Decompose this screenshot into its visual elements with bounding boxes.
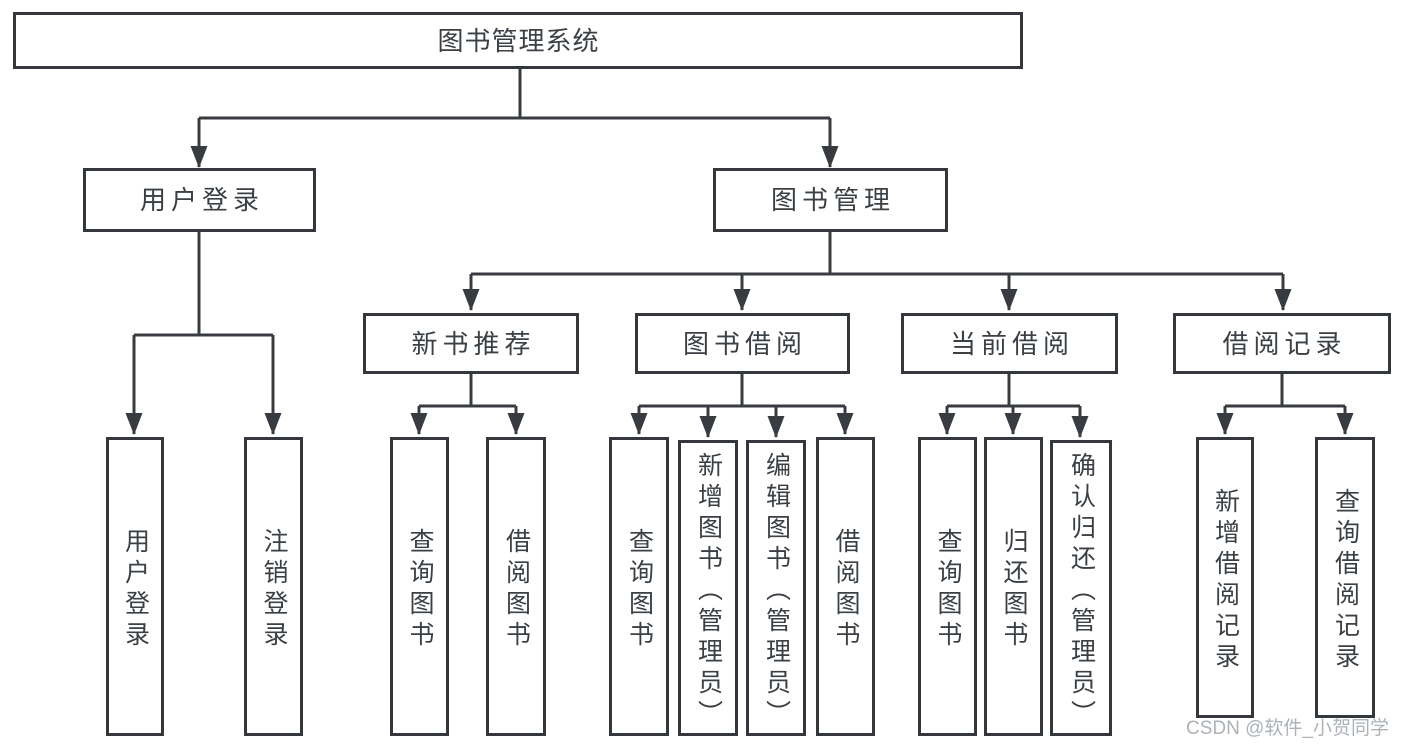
connector-arrows: [125, 118, 1354, 438]
leaf-add-books-admin-label: 新增图书（管理员）: [694, 451, 723, 731]
leaf-return-books-label: 归还图书: [1000, 527, 1028, 652]
connector-trunks: [134, 69, 1345, 408]
leaf-query-books-current: 查询图书: [918, 437, 977, 736]
node-book-borrowing-label: 图书借阅: [682, 328, 807, 359]
node-user-login-label: 用户登录: [139, 185, 264, 215]
leaf-user-login: 用户登录: [106, 437, 164, 736]
leaf-logout-label: 注销登录: [260, 527, 288, 652]
node-borrowing-records-label: 借阅记录: [1222, 328, 1347, 359]
node-book-management-label: 图书管理: [770, 185, 895, 215]
leaf-query-books-current-label: 查询图书: [934, 527, 962, 652]
leaf-query-books-borrowing: 查询图书: [609, 437, 669, 736]
node-new-book-recommend: 新书推荐: [363, 313, 579, 374]
node-current-borrowing: 当前借阅: [901, 313, 1118, 374]
leaf-user-login-label: 用户登录: [121, 527, 150, 652]
node-borrowing-records: 借阅记录: [1173, 313, 1391, 374]
leaf-query-borrow-record-label: 查询借阅记录: [1331, 487, 1360, 674]
leaf-add-borrow-record-label: 新增借阅记录: [1211, 487, 1240, 674]
leaf-query-books-recommend-label: 查询图书: [406, 527, 434, 652]
leaf-borrow-books-recommend: 借阅图书: [486, 437, 546, 736]
node-book-management: 图书管理: [713, 168, 948, 232]
leaf-query-books-borrowing-label: 查询图书: [625, 527, 654, 652]
leaf-confirm-return-admin: 确认归还（管理员）: [1050, 440, 1112, 736]
watermark: CSDN @软件_小贺同学: [1186, 718, 1389, 739]
leaf-return-books: 归还图书: [984, 437, 1043, 736]
leaf-borrow-books-borrowing: 借阅图书: [816, 437, 875, 736]
leaf-add-books-admin: 新增图书（管理员）: [678, 440, 738, 736]
leaf-borrow-books-recommend-label: 借阅图书: [502, 527, 531, 652]
leaf-query-borrow-record: 查询借阅记录: [1315, 437, 1375, 718]
node-new-book-recommend-label: 新书推荐: [411, 328, 536, 359]
leaf-confirm-return-admin-label: 确认归还（管理员）: [1067, 451, 1096, 731]
node-library-system-label: 图书管理系统: [437, 25, 600, 56]
leaf-add-borrow-record: 新增借阅记录: [1196, 437, 1254, 718]
node-user-login: 用户登录: [83, 168, 316, 232]
leaf-logout: 注销登录: [244, 437, 303, 736]
node-current-borrowing-label: 当前借阅: [949, 328, 1074, 359]
leaf-query-books-recommend: 查询图书: [390, 437, 449, 736]
leaf-borrow-books-borrowing-label: 借阅图书: [832, 527, 860, 652]
node-book-borrowing: 图书借阅: [635, 313, 850, 374]
leaf-edit-books-admin-label: 编辑图书（管理员）: [762, 451, 791, 731]
leaf-edit-books-admin: 编辑图书（管理员）: [746, 440, 806, 736]
node-library-system: 图书管理系统: [13, 12, 1023, 69]
